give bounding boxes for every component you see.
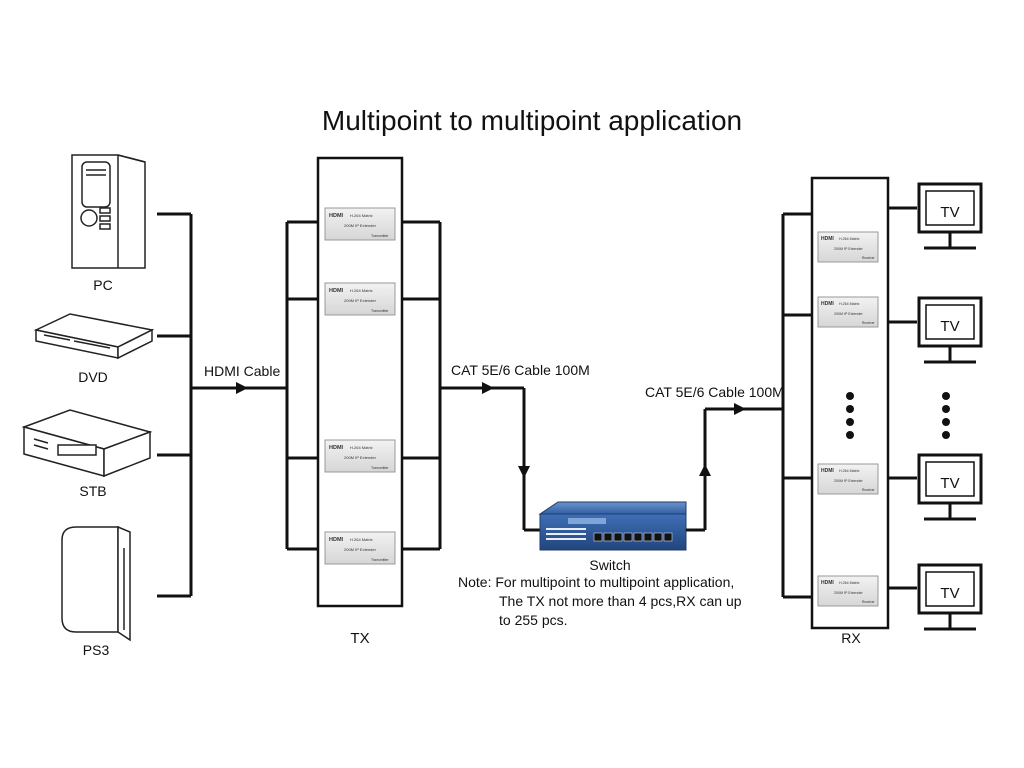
rx-unit-role: Receiver xyxy=(862,321,876,325)
tv-icon: TV xyxy=(917,296,983,364)
tv-label: TV xyxy=(940,585,959,602)
tx-unit-line1: H.264 Matrix xyxy=(350,537,373,542)
rx-unit-role: Receiver xyxy=(862,488,876,492)
hdmi-arrow-icon xyxy=(236,382,248,394)
rx-unit-line2: 200M IP Extender xyxy=(834,312,864,316)
tx-unit: HDMI H.264 Matrix 200M IP Extender Trans… xyxy=(324,531,396,565)
tx-unit: HDMI H.264 Matrix 200M IP Extender Trans… xyxy=(324,207,396,241)
tv-ellipsis xyxy=(942,392,950,439)
tx-unit-brand: HDMI xyxy=(329,445,344,451)
cat-tx-down-arrow-icon xyxy=(518,466,530,478)
pc-tower-icon xyxy=(71,154,146,269)
tx-wiring-out xyxy=(402,220,540,551)
tx-unit-brand: HDMI xyxy=(329,288,344,294)
source-label-pc: PC xyxy=(93,277,112,293)
rx-wiring-in xyxy=(686,212,812,599)
rx-unit: HDMI H.264 Matrix 200M IP Extender Recei… xyxy=(817,575,879,607)
source-label-stb: STB xyxy=(79,483,106,499)
cat-rx-arrow-icon xyxy=(734,403,746,415)
tx-wiring-in xyxy=(285,220,318,551)
rx-unit-brand: HDMI xyxy=(821,580,834,586)
tv-icon: TV xyxy=(917,453,983,521)
note-line-3: to 255 pcs. xyxy=(499,612,568,628)
tx-unit-line2: 200M IP Extender xyxy=(344,547,377,552)
tv-icon: TV xyxy=(917,563,983,631)
rx-unit-line1: H.264 Matrix xyxy=(839,237,860,241)
rx-unit-role: Receiver xyxy=(862,256,876,260)
rx-unit: HDMI H.264 Matrix 200M IP Extender Recei… xyxy=(817,463,879,495)
tv-wiring xyxy=(888,206,917,590)
cat-tx-arrow-icon xyxy=(482,382,494,394)
rx-unit-line2: 200M IP Extender xyxy=(834,247,864,251)
rx-unit: HDMI H.264 Matrix 200M IP Extender Recei… xyxy=(817,231,879,263)
cat-rx-cable-label: CAT 5E/6 Cable 100M xyxy=(645,384,784,400)
tx-unit: HDMI H.264 Matrix 200M IP Extender Trans… xyxy=(324,282,396,316)
rx-unit-brand: HDMI xyxy=(821,236,834,242)
tv-label: TV xyxy=(940,318,959,335)
tx-unit-role: Transmitter xyxy=(371,234,389,238)
source-label-ps3: PS3 xyxy=(83,642,110,658)
tx-unit-role: Transmitter xyxy=(371,558,389,562)
tx-unit-brand: HDMI xyxy=(329,213,344,219)
tx-unit-role: Transmitter xyxy=(371,466,389,470)
rx-unit: HDMI H.264 Matrix 200M IP Extender Recei… xyxy=(817,296,879,328)
tx-unit-line2: 200M IP Extender xyxy=(344,298,377,303)
tx-unit-line2: 200M IP Extender xyxy=(344,223,377,228)
rx-unit-role: Receiver xyxy=(862,600,876,604)
note-line-1: Note: For multipoint to multipoint appli… xyxy=(458,574,734,590)
rx-unit-brand: HDMI xyxy=(821,301,834,307)
rx-ellipsis xyxy=(846,392,854,439)
tv-label: TV xyxy=(940,475,959,492)
tv-icon: TV xyxy=(917,182,983,250)
hdmi-cable-label: HDMI Cable xyxy=(204,363,280,379)
note-line-2: The TX not more than 4 pcs,RX can up xyxy=(499,593,742,609)
cat-tx-cable-label: CAT 5E/6 Cable 100M xyxy=(451,362,590,378)
rx-unit-line2: 200M IP Extender xyxy=(834,479,864,483)
game-console-icon xyxy=(61,525,131,642)
tx-unit-role: Transmitter xyxy=(371,309,389,313)
dvd-player-icon xyxy=(33,313,155,360)
diagram-title: Multipoint to multipoint application xyxy=(322,105,742,136)
tx-unit-line2: 200M IP Extender xyxy=(344,455,377,460)
network-switch-icon xyxy=(538,501,687,551)
source-label-dvd: DVD xyxy=(78,369,108,385)
tx-label: TX xyxy=(350,630,369,647)
rx-unit-line2: 200M IP Extender xyxy=(834,591,864,595)
tx-unit-line1: H.264 Matrix xyxy=(350,213,373,218)
source-wiring xyxy=(157,212,287,598)
rx-label: RX xyxy=(841,630,861,646)
tx-unit-line1: H.264 Matrix xyxy=(350,288,373,293)
tv-label: TV xyxy=(940,204,959,221)
cat-rx-up-arrow-icon xyxy=(699,464,711,476)
rx-unit-brand: HDMI xyxy=(821,468,834,474)
rx-unit-line1: H.264 Matrix xyxy=(839,581,860,585)
tx-unit: HDMI H.264 Matrix 200M IP Extender Trans… xyxy=(324,439,396,473)
rx-unit-line1: H.264 Matrix xyxy=(839,302,860,306)
rx-unit-line1: H.264 Matrix xyxy=(839,469,860,473)
set-top-box-icon xyxy=(21,409,153,478)
tx-unit-brand: HDMI xyxy=(329,537,344,543)
switch-label: Switch xyxy=(589,557,630,573)
tx-unit-line1: H.264 Matrix xyxy=(350,445,373,450)
